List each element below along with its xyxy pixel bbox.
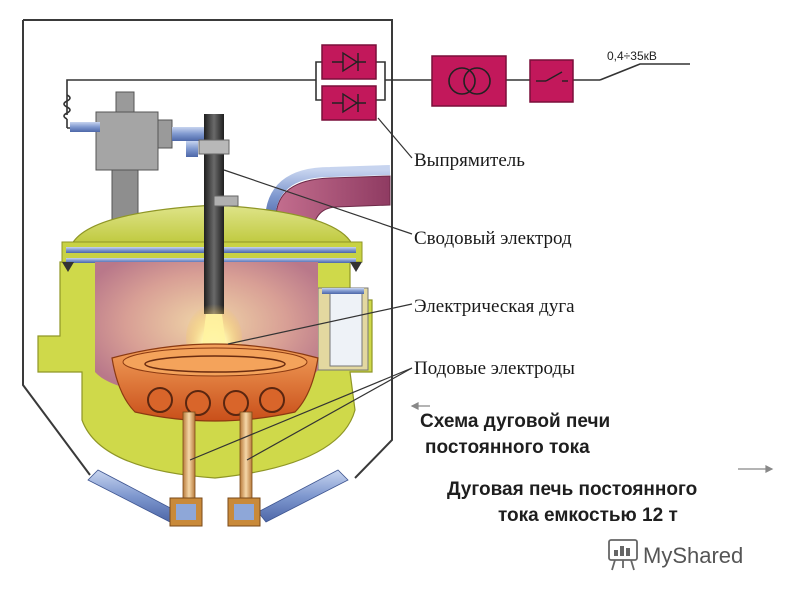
electric-arc-label: Электрическая дуга	[414, 296, 575, 317]
presentation-board-icon	[608, 539, 638, 571]
rectifier-module	[321, 44, 377, 121]
bottom-electrodes-label: Подовые электроды	[414, 358, 575, 379]
scheme-caption-line2: постоянного тока	[425, 437, 590, 458]
rectifier-label: Выпрямитель	[414, 150, 525, 171]
roof-electrode-label: Сводовый электрод	[414, 228, 572, 249]
furnace-caption-line1: Дуговая печь постоянного	[447, 479, 697, 500]
bottom-electrode-heads	[147, 387, 285, 416]
side-lining	[317, 287, 369, 371]
leader-lines	[189, 117, 413, 461]
support-frame	[22, 19, 393, 479]
switch	[529, 59, 574, 103]
roof-electrode	[198, 114, 239, 314]
myshared-logo: MyShared	[608, 539, 743, 571]
molten-bath	[111, 343, 319, 422]
arrow-icon	[738, 465, 774, 473]
switch-icon	[536, 71, 568, 82]
transformer-icon	[448, 67, 491, 95]
watermark-text: MyShared	[643, 543, 743, 568]
transformer	[431, 55, 507, 107]
bottom-electrodes	[182, 411, 253, 501]
diode-icon	[332, 92, 366, 114]
arrow-icon	[410, 402, 430, 410]
voltage-label: 0,4÷35кВ	[607, 49, 657, 63]
furnace-caption-line2: тока емкостью 12 т	[498, 505, 678, 526]
diode-icon	[332, 51, 366, 73]
power-wiring	[66, 61, 690, 115]
bottom-cooling-pipes	[87, 469, 349, 527]
scheme-caption-line1: Схема дуговой печи	[420, 411, 610, 432]
